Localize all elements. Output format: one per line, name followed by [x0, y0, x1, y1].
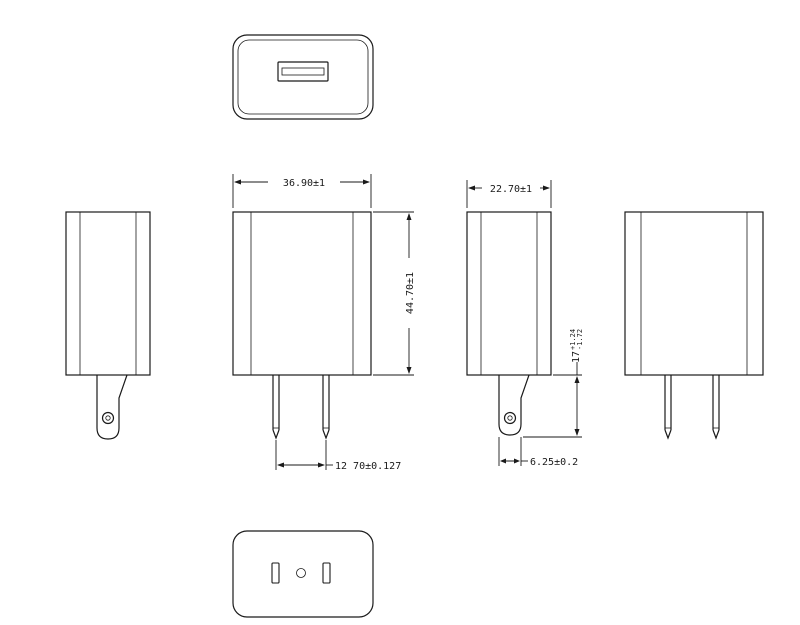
plug-center-hole-icon [296, 568, 306, 578]
right-side-view [466, 211, 552, 436]
front-view [232, 211, 372, 440]
front-prong-right [322, 375, 330, 440]
prong-offset-dimension: 6.25±0.2 [498, 437, 578, 468]
back-prong-left [664, 375, 672, 440]
folding-prong-side [96, 374, 128, 440]
prong-length-dimension: 17 +1.24 -1.72 [523, 329, 584, 438]
prong-tolerance-lower: -1.72 [576, 329, 584, 350]
front-prong-left [272, 375, 280, 440]
plug-slot-left-icon [271, 562, 280, 584]
prong-length-label-group: 17 +1.24 -1.72 [569, 329, 584, 363]
depth-dimension-label: 22.70±1 [490, 184, 532, 195]
back-prong-right [712, 375, 720, 440]
bottom-view-plug-face [232, 530, 374, 618]
prong-tolerance-upper: +1.24 [569, 329, 577, 350]
height-dimension: 44.70±1 [373, 211, 416, 376]
top-view-usb-face [232, 34, 374, 120]
plug-slot-right-icon [322, 562, 331, 584]
width-dimension-label: 36.90±1 [283, 178, 325, 189]
prong-offset-label: 6.25±0.2 [530, 457, 578, 468]
width-dimension: 36.90±1 [232, 174, 372, 208]
prong-length-label: 17 [571, 351, 582, 363]
depth-dimension: 22.70±1 [466, 180, 552, 208]
prong-spacing-dimension: 12 70±0.127 [275, 440, 401, 472]
back-view [624, 211, 764, 440]
height-dimension-label: 44.70±1 [405, 272, 416, 314]
folding-prong-side [498, 374, 530, 436]
usb-port-icon [277, 61, 329, 82]
left-side-view [65, 211, 151, 440]
prong-spacing-label: 12 70±0.127 [335, 461, 401, 472]
